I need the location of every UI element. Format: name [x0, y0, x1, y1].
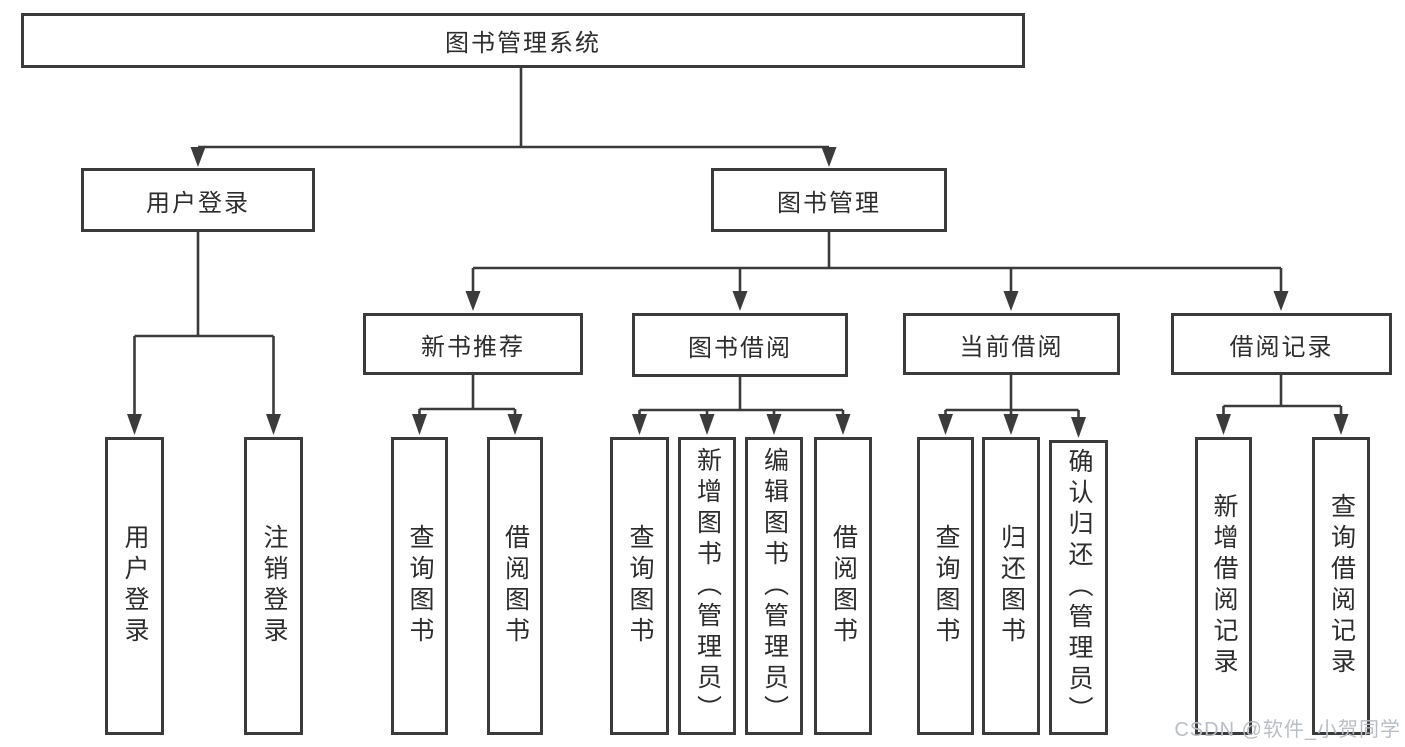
- node-leaf-return-books: 归还图书: [982, 437, 1040, 735]
- node-leaf-user-login-label: 用户登录: [121, 524, 149, 648]
- connector-current-borrow: [938, 375, 1086, 438]
- node-current-borrow-label: 当前借阅: [959, 333, 1064, 361]
- node-book-borrow-label: 图书借阅: [688, 334, 792, 362]
- node-leaf-add-books-admin: 新增图书（管理员）: [678, 437, 736, 735]
- node-leaf-query-borrow-record: 查询借阅记录: [1312, 437, 1370, 735]
- node-leaf-query-books-1-label: 查询图书: [406, 524, 434, 648]
- node-leaf-borrow-books-1: 借阅图书: [487, 437, 543, 735]
- node-leaf-query-books-2: 查询图书: [610, 437, 669, 735]
- node-leaf-logout: 注销登录: [244, 437, 303, 735]
- node-leaf-add-borrow-record: 新增借阅记录: [1195, 437, 1252, 735]
- node-leaf-borrow-books-2-label: 借阅图书: [829, 524, 858, 648]
- node-leaf-edit-books-admin: 编辑图书（管理员）: [745, 437, 803, 735]
- connector-root: [190, 68, 837, 167]
- connector-book-borrow: [632, 377, 851, 435]
- node-leaf-return-books-label: 归还图书: [997, 524, 1026, 648]
- node-root: 图书管理系统: [21, 13, 1025, 68]
- node-leaf-query-books-3: 查询图书: [917, 437, 974, 735]
- node-leaf-query-books-2-label: 查询图书: [626, 524, 654, 648]
- watermark-text: CSDN @软件_小贺同学: [1174, 719, 1401, 741]
- node-leaf-borrow-books-1-label: 借阅图书: [501, 524, 530, 648]
- node-book-mgmt: 图书管理: [711, 168, 947, 232]
- node-book-borrow: 图书借阅: [632, 313, 848, 377]
- node-leaf-query-borrow-record-label: 查询借阅记录: [1327, 493, 1356, 679]
- node-leaf-query-books-3-label: 查询图书: [932, 524, 960, 648]
- node-root-label: 图书管理系统: [445, 30, 601, 57]
- node-user-login-label: 用户登录: [146, 189, 250, 217]
- node-leaf-confirm-return-admin-label: 确认归还（管理员）: [1065, 448, 1093, 727]
- node-borrow-records-label: 借阅记录: [1229, 333, 1334, 361]
- connector-user-login: [127, 232, 281, 435]
- node-new-book-rec: 新书推荐: [363, 313, 583, 375]
- node-leaf-confirm-return-admin: 确认归还（管理员）: [1049, 440, 1108, 735]
- node-leaf-logout-label: 注销登录: [260, 524, 288, 648]
- connector-new-book-rec: [412, 375, 523, 435]
- node-user-login: 用户登录: [81, 168, 315, 232]
- node-leaf-edit-books-admin-label: 编辑图书（管理员）: [760, 446, 789, 726]
- connector-book-mgmt: [465, 232, 1289, 311]
- node-leaf-user-login: 用户登录: [105, 437, 164, 735]
- node-book-mgmt-label: 图书管理: [777, 189, 881, 217]
- node-leaf-query-books-1: 查询图书: [391, 437, 448, 735]
- node-new-book-rec-label: 新书推荐: [421, 333, 525, 361]
- connector-borrow-records: [1216, 375, 1349, 435]
- node-borrow-records: 借阅记录: [1171, 313, 1392, 375]
- node-current-borrow: 当前借阅: [903, 313, 1120, 375]
- node-leaf-borrow-books-2: 借阅图书: [814, 437, 872, 735]
- node-leaf-add-borrow-record-label: 新增借阅记录: [1210, 493, 1238, 679]
- node-leaf-add-books-admin-label: 新增图书（管理员）: [693, 446, 722, 726]
